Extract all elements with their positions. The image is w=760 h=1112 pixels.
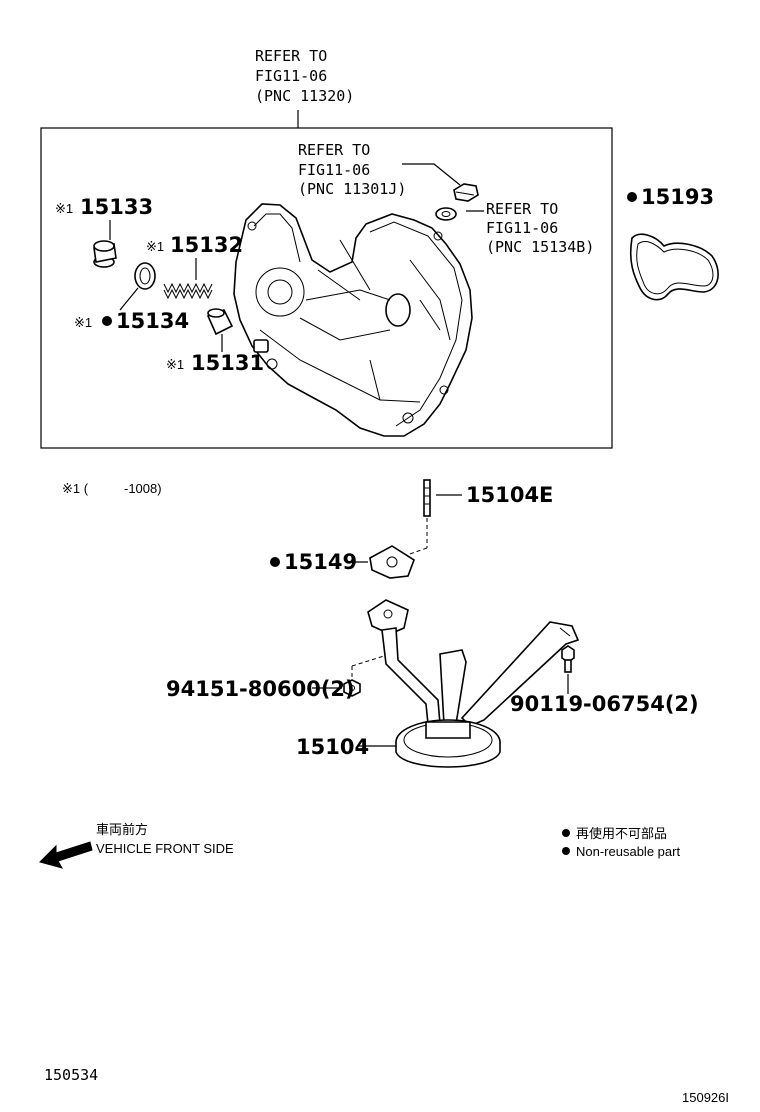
dot-15134-icon <box>102 316 112 326</box>
ref-washer-line1: REFER TO <box>486 200 558 218</box>
dot-15193-icon <box>627 192 637 202</box>
nut-94151 <box>343 679 361 697</box>
corner-id: 150926I <box>682 1090 729 1105</box>
label-15133: 15133 <box>80 195 153 219</box>
legend-jp: 再使用不可部品 <box>576 826 667 841</box>
leader-15134 <box>119 287 139 311</box>
ref-plug-line3: (PNC 11301J) <box>298 180 406 198</box>
mark-15131: ※1 <box>166 357 184 372</box>
stud-dash-2 <box>403 547 428 557</box>
stud-15104E <box>423 479 431 517</box>
plug-15133 <box>93 240 117 268</box>
label-15134: 15134 <box>116 309 189 333</box>
label-15104: 15104 <box>296 735 369 759</box>
label-94151: 94151-80600(2) <box>166 677 355 701</box>
housing-group-frame <box>40 127 613 449</box>
mark-15134: ※1 <box>74 315 92 330</box>
label-15132: 15132 <box>170 233 243 257</box>
ref-top-line3: (PNC 11320) <box>255 87 354 105</box>
gasket-15149 <box>369 545 415 579</box>
gasket-15193 <box>629 233 719 301</box>
transmission-housing <box>233 203 473 437</box>
ref-top-line1: REFER TO <box>255 47 327 65</box>
footnote-mark: ※1 ( <box>62 481 89 496</box>
drain-plug <box>453 183 479 202</box>
label-15193: 15193 <box>641 185 714 209</box>
front-arrow-icon <box>39 841 93 869</box>
label-15149: 15149 <box>284 550 357 574</box>
ref-washer-line3: (PNC 15134B) <box>486 238 594 256</box>
ref-washer-line2: FIG11-06 <box>486 219 558 237</box>
ref-plug-leader <box>402 163 461 186</box>
label-90119: 90119-06754(2) <box>510 692 699 716</box>
label-15104E: 15104E <box>466 483 553 507</box>
front-label-en: VEHICLE FRONT SIDE <box>96 841 234 856</box>
legend-dot-en-icon <box>562 847 570 855</box>
spring-15132 <box>163 282 213 300</box>
oil-strainer-15104 <box>367 599 580 768</box>
bolt-90119 <box>561 645 575 673</box>
legend-dot-jp-icon <box>562 829 570 837</box>
footnote-range: -1008) <box>124 481 162 496</box>
ref-plug-line2: FIG11-06 <box>298 161 370 179</box>
seal-ring-15134 <box>134 262 156 290</box>
front-label-jp: 車両前方 <box>96 822 148 837</box>
label-15131: 15131 <box>191 351 264 375</box>
ref-top-line2: FIG11-06 <box>255 67 327 85</box>
drain-plug-washer <box>435 207 457 221</box>
nut-dash-2 <box>351 655 385 667</box>
dot-15149-icon <box>270 557 280 567</box>
mark-15133: ※1 <box>55 201 73 216</box>
figure-number: 150534 <box>44 1066 98 1084</box>
valve-15131 <box>206 308 234 336</box>
ref-plug-line1: REFER TO <box>298 141 370 159</box>
mark-15132: ※1 <box>146 239 164 254</box>
legend-en: Non-reusable part <box>576 844 680 859</box>
